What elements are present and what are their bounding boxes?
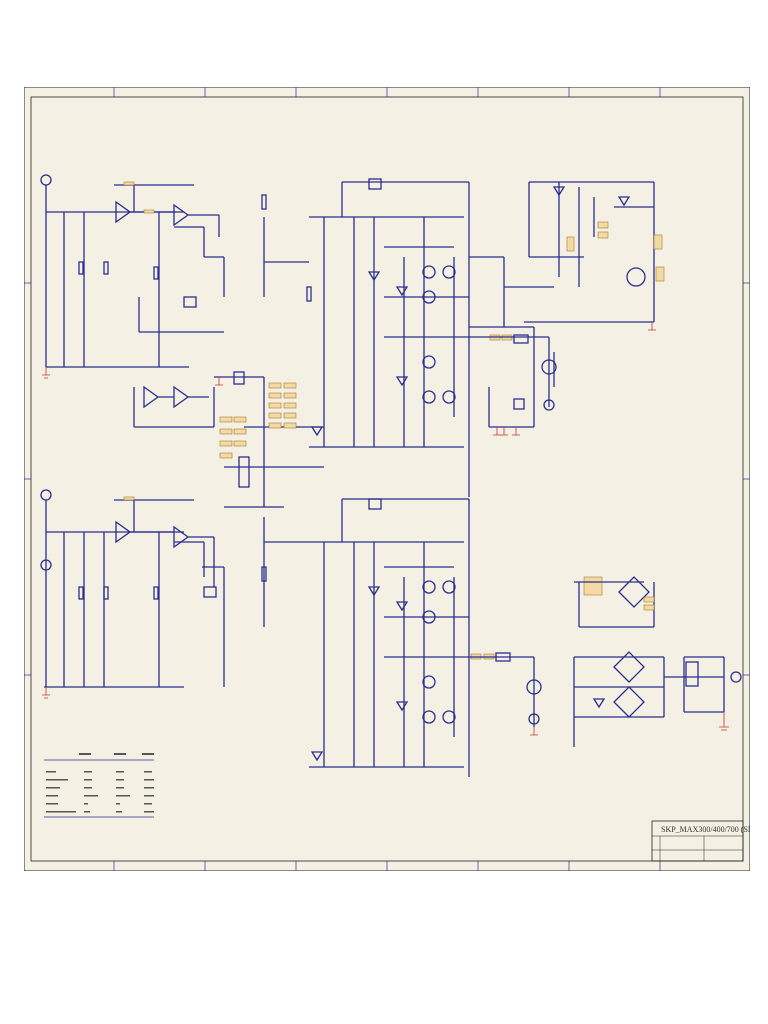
schematic-title: SKP_MAX300/400/700 (SMD) — [661, 825, 750, 834]
input-selector-cluster — [214, 371, 324, 508]
title-block: SKP_MAX300/400/700 (SMD) — [651, 820, 750, 862]
power-supply — [573, 576, 742, 747]
ground-symbols — [42, 322, 656, 736]
preamp-channel-1 — [40, 174, 225, 428]
schematic-drawing: SKP_MAX300/400/700 (SMD) — [24, 87, 750, 871]
preamp-channel-2 — [40, 489, 225, 688]
component-reference-table — [44, 753, 154, 818]
schematic-sheet: SKP_MAX300/400/700 (SMD) — [24, 87, 750, 871]
fan-control-circuit — [524, 181, 665, 323]
power-amp-channel-1 — [261, 178, 554, 497]
output-section-channel-1 — [469, 334, 557, 428]
power-amp-channel-2 — [261, 498, 542, 777]
